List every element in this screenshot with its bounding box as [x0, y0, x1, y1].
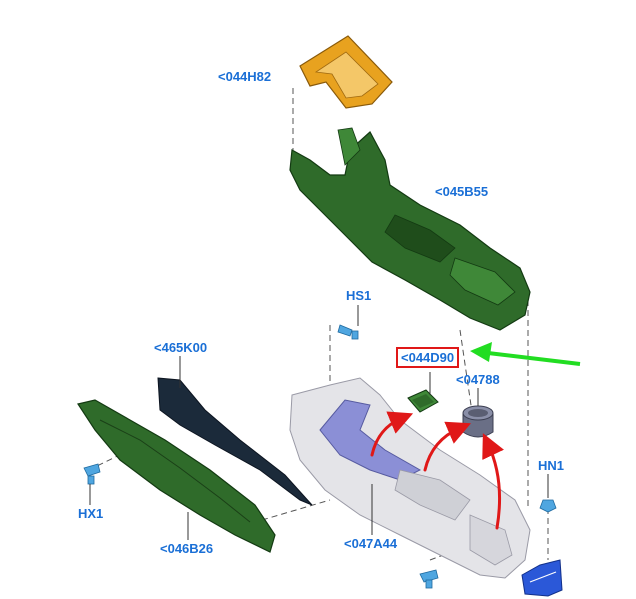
mounting-bracket-icon [521, 559, 563, 597]
pocket-insert-part [407, 389, 439, 413]
label-screw-hs1: HS1 [346, 288, 372, 303]
label-screw-hx1: HX1 [78, 506, 104, 521]
cup-holder-part [462, 405, 494, 438]
side-panel-part [77, 399, 276, 553]
upper-panel-part [157, 377, 313, 506]
label-console-base: <047A44 [344, 536, 398, 551]
label-shift-bezel: <044H82 [218, 69, 272, 84]
label-console-top: <045B55 [435, 184, 489, 199]
highlight-pointer-arrow [470, 342, 581, 366]
label-cup-holder: <04788 [456, 372, 500, 387]
label-pocket-insert: <044D90 [396, 347, 460, 368]
nut-hn1-icon [539, 499, 557, 513]
shift-bezel-part [299, 35, 393, 109]
callout-leaders [89, 305, 549, 540]
screw-hs1-icon [337, 324, 359, 340]
screw-hx1-icon [83, 463, 101, 485]
assembly-arrows [370, 411, 504, 530]
console-base-part [289, 377, 531, 579]
label-nut-hn1: HN1 [538, 458, 565, 473]
console-top-part [289, 127, 531, 331]
label-side-panel: <046B26 [160, 541, 214, 556]
label-upper-panel: <465K00 [154, 340, 208, 355]
bottom-screw-icon [419, 569, 439, 589]
